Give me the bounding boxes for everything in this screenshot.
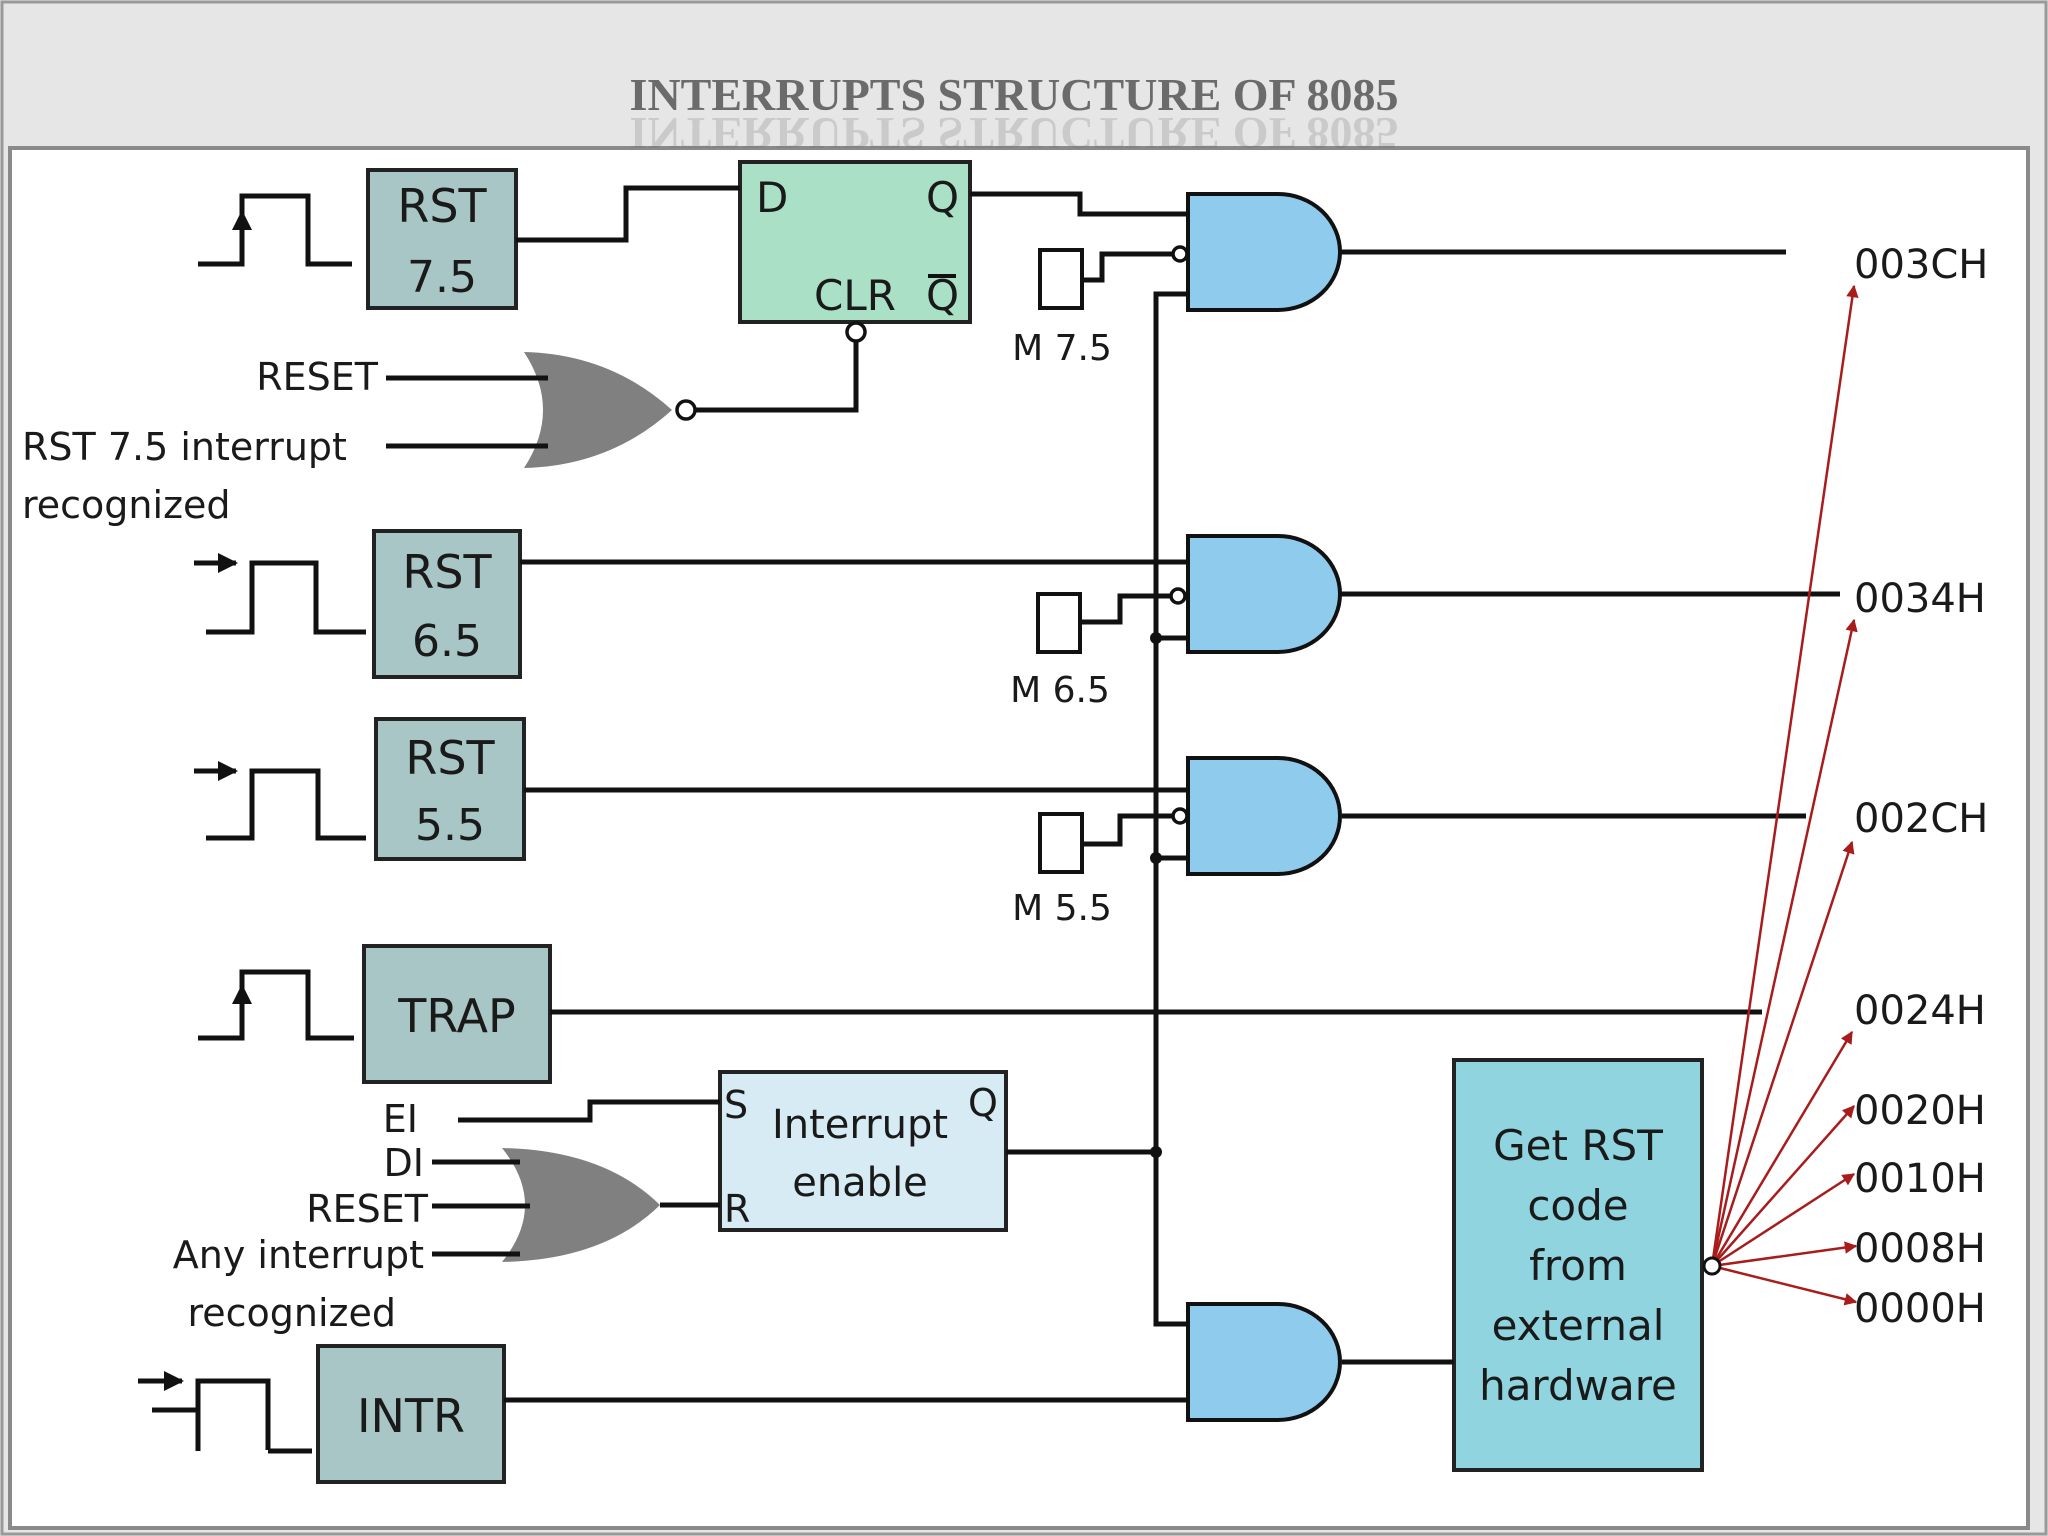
bubble-m65 — [1169, 587, 1187, 605]
rst65-pulse — [206, 560, 366, 635]
and-gate-rst55 — [1186, 756, 1342, 876]
svg-text:from: from — [1529, 1241, 1627, 1290]
vector-002ch: 002CH — [1854, 796, 1988, 842]
wire-m65 — [1080, 593, 1170, 625]
junction-65 — [1150, 632, 1162, 644]
clr-bubble — [845, 321, 867, 343]
svg-text:Get RST: Get RST — [1493, 1121, 1663, 1170]
label-reset-bottom: RESET — [306, 1187, 429, 1231]
svg-text:5.5: 5.5 — [415, 800, 485, 851]
svg-text:RST: RST — [402, 545, 492, 599]
vector-0034h: 0034H — [1854, 576, 1986, 622]
wire-q-and75 — [970, 191, 1188, 217]
rst65-box: RST 6.5 — [372, 529, 522, 679]
svg-text:D: D — [756, 173, 788, 222]
label-rst75-recognized-2: recognized — [22, 483, 231, 527]
wire-ei — [458, 1099, 720, 1123]
vector-003ch: 003CH — [1854, 242, 1988, 288]
vector-0020h: 0020H — [1854, 1088, 1986, 1134]
rst-vector-arrows — [1710, 284, 1859, 1306]
vector-0010h: 0010H — [1854, 1156, 1986, 1202]
rst55-pulse — [206, 768, 366, 841]
rst55-box: RST 5.5 — [374, 717, 526, 861]
mask-label-m55: M 5.5 — [1012, 888, 1112, 929]
rst75-box: RST 7.5 — [366, 168, 518, 310]
wire-enable-bus — [1153, 291, 1188, 1327]
junction-55 — [1150, 852, 1162, 864]
mask-m65 — [1036, 592, 1082, 654]
svg-text:code: code — [1527, 1181, 1628, 1230]
d-flipflop: D Q CLR Q — [738, 160, 972, 324]
wire-rst75-d — [516, 185, 740, 243]
vector-0000h: 0000H — [1854, 1286, 1986, 1332]
bubble-m55 — [1171, 807, 1189, 825]
wire-clr-nor — [696, 322, 859, 413]
getrst-output-bubble — [1702, 1256, 1722, 1276]
mask-label-m75: M 7.5 — [1012, 328, 1112, 369]
label-ei: EI — [383, 1097, 418, 1141]
svg-text:Q: Q — [926, 271, 959, 320]
and-gate-intr — [1186, 1302, 1342, 1422]
page-title: INTERRUPTS STRUCTURE OF 8085 — [630, 69, 1399, 120]
svg-text:Q: Q — [926, 173, 959, 222]
rst75-pulse — [198, 193, 352, 267]
label-rst75-recognized-1: RST 7.5 interrupt — [22, 425, 347, 469]
get-rst-code-box: Get RST code from external hardware — [1452, 1058, 1704, 1472]
svg-text:RST: RST — [397, 179, 487, 233]
and-gate-rst75 — [1186, 192, 1342, 312]
svg-text:TRAP: TRAP — [397, 989, 515, 1043]
svg-text:RST: RST — [405, 731, 495, 785]
svg-text:7.5: 7.5 — [407, 252, 477, 303]
wire-m75 — [1082, 251, 1172, 283]
label-any-recognized-1: Any interrupt — [173, 1233, 424, 1277]
or-gate-bottom — [502, 1148, 660, 1262]
nor-gate-top — [524, 352, 697, 468]
interrupt-enable-flipflop: S R Q Interrupt enable — [718, 1070, 1008, 1232]
wire-m55 — [1082, 813, 1172, 847]
and-gate-rst65 — [1186, 534, 1342, 654]
svg-text:6.5: 6.5 — [412, 616, 482, 667]
trap-pulse — [198, 969, 354, 1041]
svg-text:R: R — [724, 1187, 750, 1231]
svg-text:enable: enable — [792, 1160, 928, 1206]
svg-text:CLR: CLR — [814, 271, 896, 320]
bubble-m75 — [1171, 245, 1189, 263]
label-reset-top: RESET — [256, 355, 379, 399]
label-di: DI — [384, 1141, 424, 1185]
svg-text:INTR: INTR — [357, 1389, 465, 1443]
mask-label-m65: M 6.5 — [1010, 670, 1110, 711]
svg-text:external: external — [1492, 1301, 1665, 1350]
svg-text:Interrupt: Interrupt — [772, 1102, 948, 1148]
trap-box: TRAP — [362, 944, 552, 1084]
title-reflection: INTERRUPTS STRUCTURE OF 8085 — [630, 108, 1399, 159]
vector-0024h: 0024H — [1854, 988, 1986, 1034]
vector-0008h: 0008H — [1854, 1226, 1986, 1272]
mask-m75 — [1038, 248, 1084, 310]
label-any-recognized-2: recognized — [187, 1291, 396, 1335]
mask-m55 — [1038, 812, 1084, 874]
svg-text:S: S — [724, 1083, 748, 1127]
svg-text:Q: Q — [968, 1081, 998, 1125]
intr-box: INTR — [316, 1344, 506, 1484]
svg-text:hardware: hardware — [1479, 1361, 1677, 1410]
intr-pulse-b — [195, 1381, 312, 1454]
